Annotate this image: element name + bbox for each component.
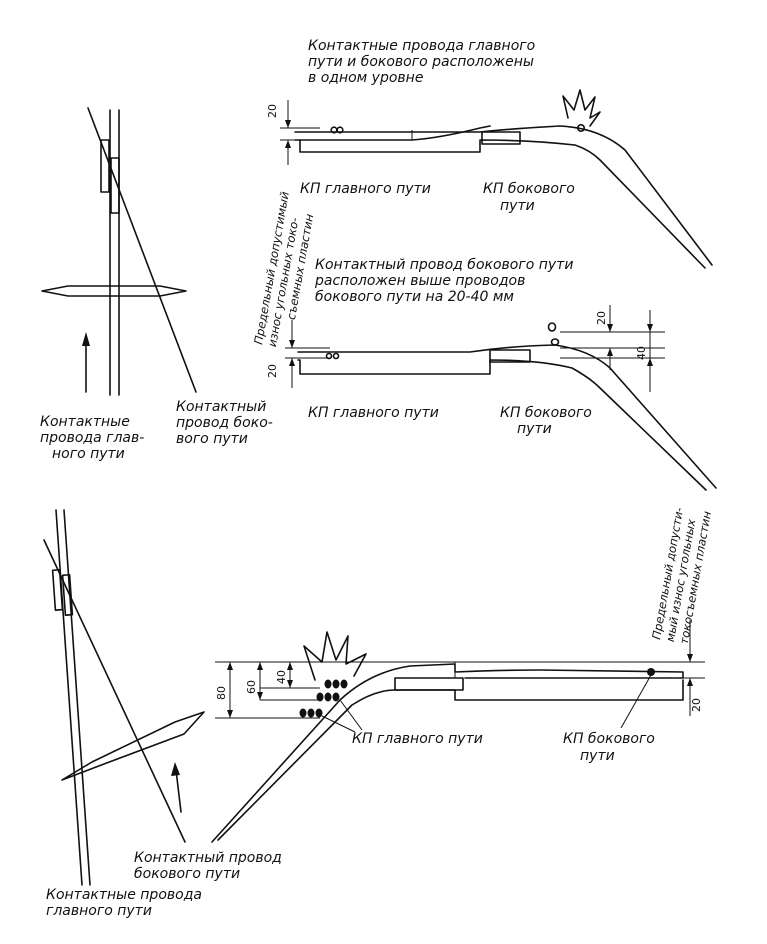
dim-20-bot: 20: [690, 698, 703, 712]
direction-arrow: [175, 769, 182, 813]
clamp: [100, 139, 110, 193]
clamp: [51, 568, 64, 611]
dim-80: 80: [215, 686, 228, 700]
bot-main-label-2: главного пути: [46, 903, 152, 919]
left-side-label-3: вого пути: [176, 431, 248, 447]
left-main-label-3: ного пути: [52, 446, 125, 462]
pantograph-plate: [41, 285, 187, 297]
section-same-level: 20: [266, 89, 713, 269]
kp-side-label-1a: КП бокового: [483, 181, 575, 197]
runner-bottom: [294, 139, 706, 269]
main-wire-line: [63, 509, 91, 886]
left-main-label-1: Контактные: [40, 414, 130, 430]
dim-20-top: 20: [266, 104, 279, 118]
side-wire-line: [87, 107, 197, 393]
top-note-2: пути и бокового расположены: [308, 54, 534, 70]
dim-40-bot: 40: [275, 670, 288, 684]
section-side-higher: 20 20 40: [266, 305, 717, 491]
kp-side-label-1b: пути: [500, 198, 535, 214]
left-side-label-2: провод боко-: [176, 415, 273, 431]
pantograph-plate: [61, 711, 205, 781]
kp-side-label-2b: пути: [517, 421, 552, 437]
arc-spark-icon: [303, 631, 367, 681]
runner-bottom-2: [297, 359, 707, 491]
clamp: [61, 573, 74, 616]
dim-20-mid-left: 20: [266, 364, 279, 378]
kp-main-label-2: КП главного пути: [308, 405, 439, 421]
plan-view-top: [41, 107, 197, 396]
arrow-head: [82, 332, 90, 346]
bot-side-label-1: Контактный провод: [134, 850, 282, 866]
dim-40-mid: 40: [635, 346, 648, 360]
main-wire-line: [55, 509, 83, 886]
kp-side-label-2a: КП бокового: [500, 405, 592, 421]
plan-view-bottom: [43, 509, 205, 886]
mid-note-3: бокового пути на 20-40 мм: [315, 289, 514, 305]
top-note-1: Контактные провода главного: [308, 38, 535, 54]
mid-note-2: расположен выше проводов: [314, 273, 525, 289]
kp-side-label-3b: пути: [580, 748, 615, 764]
runner-top: [294, 125, 713, 266]
section-side-lower: 80 60 40 20: [211, 620, 705, 843]
dim-20-mid-right: 20: [595, 311, 608, 325]
arrow-head: [171, 762, 180, 776]
top-note-3: в одном уровне: [308, 70, 423, 86]
kp-main-label-3: КП главного пути: [352, 731, 483, 747]
bot-side-label-2: бокового пути: [134, 866, 240, 882]
left-main-label-2: провода глав-: [40, 430, 144, 446]
kp-main-label-1: КП главного пути: [300, 181, 431, 197]
clamp: [110, 157, 120, 214]
mid-note-1: Контактный провод бокового пути: [315, 257, 573, 273]
arc-spark-icon: [562, 89, 601, 127]
left-side-label-1: Контактный: [176, 399, 266, 415]
kp-side-label-3a: КП бокового: [563, 731, 655, 747]
dim-60: 60: [245, 680, 258, 694]
bot-main-label-1: Контактные провода: [46, 887, 202, 903]
side-wire-line: [43, 539, 186, 843]
runner-bottom-3: [217, 679, 684, 841]
